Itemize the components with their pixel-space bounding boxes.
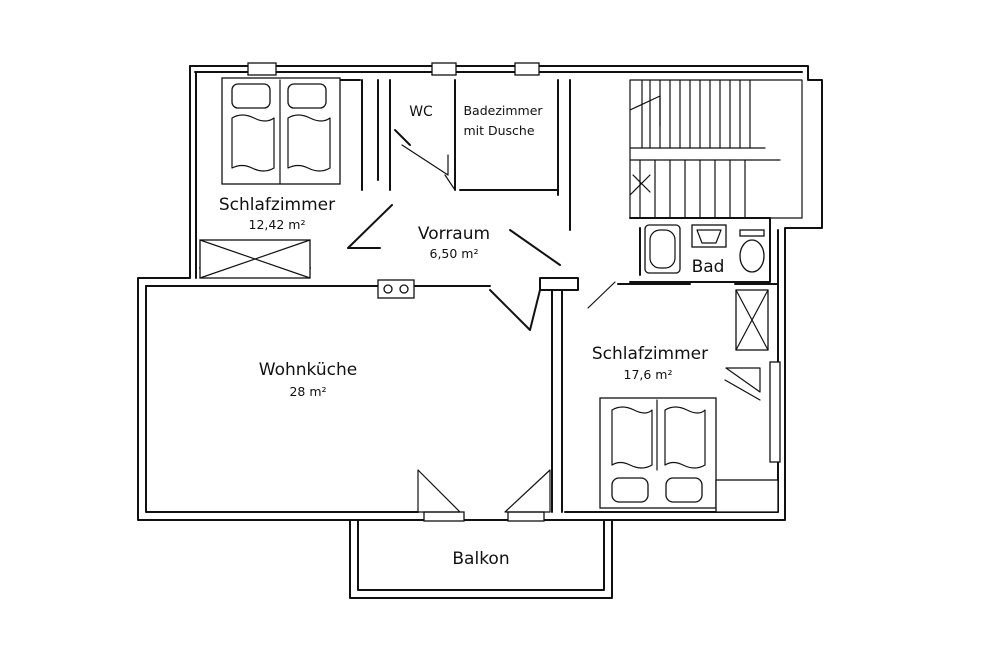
schlafzimmer-1-area: 12,42 m² (249, 217, 306, 232)
wardrobe-schlafzimmer-1 (199, 239, 311, 279)
schlafzimmer-2-name: Schlafzimmer (592, 344, 708, 364)
wardrobe-bad (735, 289, 769, 351)
windows (247, 62, 781, 522)
bad-name: Bad (692, 257, 725, 277)
badezimmer-line2: mit Dusche (463, 123, 534, 138)
staircase (629, 79, 803, 219)
wohnkueche-name: Wohnküche (259, 360, 357, 380)
interior-walls (145, 79, 779, 513)
toilet (739, 229, 765, 273)
sink (691, 224, 727, 248)
schlafzimmer-2-area: 17,6 m² (624, 367, 673, 382)
wohnkueche-area: 28 m² (289, 384, 326, 399)
schlafzimmer-1-name: Schlafzimmer (219, 195, 335, 215)
stove (377, 279, 415, 299)
bed-schlafzimmer-2 (599, 397, 717, 509)
vorraum-area: 6,50 m² (430, 246, 479, 261)
balcony (349, 519, 613, 599)
bed-schlafzimmer-1 (221, 77, 341, 185)
bathtub (644, 224, 681, 274)
wardrobe-schlafzimmer-2 (715, 479, 779, 513)
door-swings (401, 144, 761, 513)
badezimmer-line1: Badezimmer (463, 103, 543, 118)
wc-name: WC (409, 104, 433, 120)
balkon-name: Balkon (452, 549, 509, 569)
vorraum-name: Vorraum (418, 224, 490, 244)
